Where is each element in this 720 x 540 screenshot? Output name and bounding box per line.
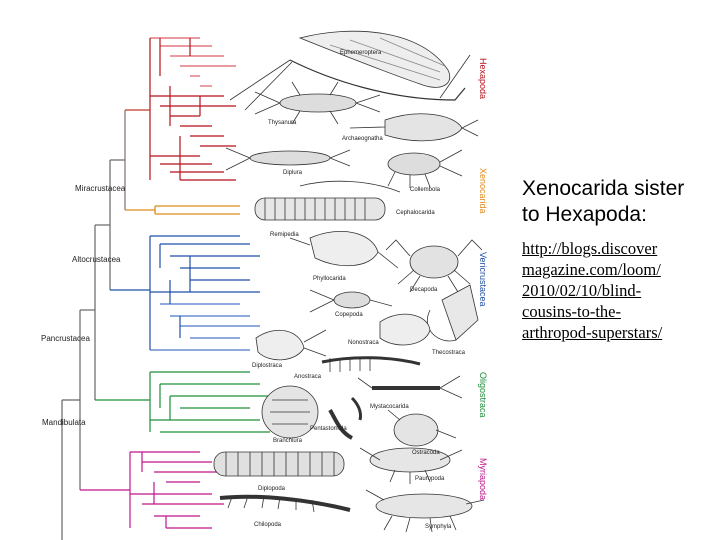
diplura-illustration	[225, 147, 351, 171]
taxon-label-chilopoda: Chilopoda	[254, 522, 282, 528]
thysanura-illustration	[254, 81, 381, 125]
source-link-line-4[interactable]: cousins-to-the-	[522, 302, 621, 321]
tree-branches	[61, 37, 270, 540]
arthropod-phylogeny-figure: Miracrustacea Altocrustacea Pancrustacea…	[41, 30, 488, 540]
taxon-label-archaeognatha: Archaeognatha	[342, 136, 383, 142]
group-label-oligostraca: Oligostraca	[478, 372, 488, 418]
taxon-label-branchiura: Branchiura	[273, 438, 303, 444]
cephalocarida-illustration	[254, 180, 401, 221]
group-label-xenocarida: Xenocarida	[478, 168, 488, 214]
taxon-label-copepoda: Copepoda	[335, 312, 363, 318]
ephemeroptera-illustration	[229, 30, 471, 111]
caption-line-1: Xenocarida sister	[522, 177, 685, 200]
taxon-label-remipedia: Remipedia	[270, 232, 299, 238]
chilopoda-illustration	[219, 494, 351, 513]
group-label-myriapoda: Myriapoda	[478, 458, 488, 500]
caption: Xenocarida sister to Hexapoda:	[522, 176, 718, 228]
caption-line-2: to Hexapoda:	[522, 203, 647, 226]
taxon-label-symphyla: Symphyla	[425, 524, 452, 530]
taxon-label-decapoda: Decapoda	[410, 287, 438, 293]
taxon-label-diplura: Diplura	[283, 170, 303, 176]
mystacocarida-illustration	[357, 375, 463, 399]
taxon-label-ostracoda: Ostracoda	[412, 450, 440, 456]
archaeognatha-illustration	[349, 113, 479, 142]
diplopoda-illustration	[213, 451, 345, 477]
source-link-line-5[interactable]: arthropod-superstars/	[522, 323, 663, 342]
taxon-label-collembola: Collembola	[410, 187, 441, 193]
source-link-line-1[interactable]: http://blogs.discover	[522, 239, 658, 258]
clade-label-altocrustacea: Altocrustacea	[72, 255, 121, 264]
copepoda-illustration	[309, 289, 393, 313]
taxon-label-thysanura: Thysanura	[268, 120, 297, 126]
taxon-label-diplostraca: Diplostraca	[252, 363, 283, 369]
taxon-label-mystacocarida: Mystacocarida	[370, 404, 409, 410]
group-label-vericrustacea: Vericrustacea	[478, 252, 488, 307]
pentastomida-illustration	[328, 396, 362, 440]
branchiura-illustration	[261, 385, 319, 439]
source-link[interactable]: http://blogs.discover magazine.com/loom/…	[522, 238, 718, 343]
phyllocarida-illustration	[289, 231, 399, 269]
decapoda-illustration	[385, 239, 483, 293]
pauropoda-illustration	[359, 447, 463, 484]
taxon-label-cephalocarida: Cephalocarida	[396, 210, 435, 216]
taxon-label-anostraca: Anostraca	[294, 374, 322, 380]
clade-label-miracrustacea: Miracrustacea	[75, 184, 126, 193]
clade-label-mandibulata: Mandibulata	[42, 418, 86, 427]
symphyla-illustration	[365, 489, 485, 533]
group-label-hexapoda: Hexapoda	[478, 58, 488, 99]
animal-illustrations	[213, 30, 485, 533]
diplostraca-illustration	[255, 329, 327, 361]
anostraca-illustration	[321, 356, 421, 372]
taxon-label-ephemeroptera: Ephemeroptera	[340, 50, 382, 56]
taxon-label-thecostraca: Thecostraca	[432, 350, 466, 356]
collembola-illustration	[387, 149, 463, 188]
clade-label-pancrustacea: Pancrustacea	[41, 334, 90, 343]
taxon-label-diplopoda: Diplopoda	[258, 486, 286, 492]
nonostraca-illustration	[379, 313, 431, 346]
taxon-label-pauropoda: Pauropoda	[415, 476, 445, 482]
source-link-line-2[interactable]: magazine.com/loom/	[522, 260, 661, 279]
taxon-label-nonostraca: Nonostraca	[348, 340, 379, 346]
ostracoda-illustration	[387, 409, 457, 447]
source-link-line-3[interactable]: 2010/02/10/blind-	[522, 281, 642, 300]
taxon-label-phyllocarida: Phyllocarida	[313, 276, 346, 282]
taxon-label-pentastomida: Pentastomida	[310, 426, 347, 432]
thecostraca-illustration	[427, 284, 479, 342]
